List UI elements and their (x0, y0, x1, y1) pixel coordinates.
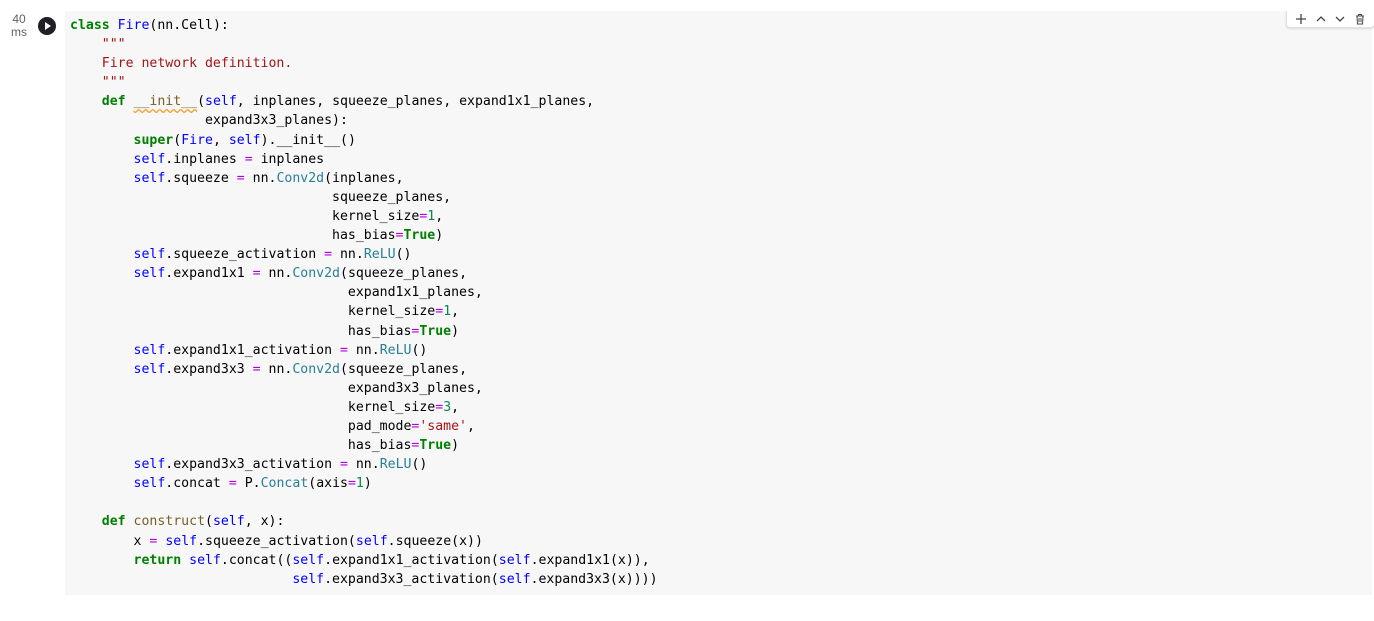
code-line: has_bias=True) (70, 228, 444, 244)
execution-time-unit: ms (11, 25, 27, 39)
code-line: x = self.squeeze_activation(self.squeeze… (70, 533, 483, 549)
chevron-up-icon (1316, 16, 1326, 22)
trash-icon (1356, 14, 1365, 25)
code-line: return self.concat((self.expand1x1_activ… (133, 552, 650, 568)
code-line: expand3x3_planes): (70, 113, 348, 129)
code-line: def construct(self, x): (101, 514, 285, 530)
move-cell-down-button[interactable] (1332, 11, 1348, 27)
code-line: self.expand1x1_activation = nn.ReLU() (133, 342, 428, 358)
plus-icon (1295, 14, 1306, 24)
code-line: expand3x3_planes, (70, 380, 483, 396)
run-cell-button[interactable] (38, 17, 56, 35)
code-line: """ (101, 75, 126, 91)
chevron-down-icon (1335, 16, 1345, 22)
code-line: kernel_size=3, (70, 399, 460, 415)
delete-cell-button[interactable] (1352, 11, 1368, 27)
code-line: self.expand1x1 = nn.Conv2d(squeeze_plane… (133, 266, 468, 282)
code-line: class Fire(nn.Cell): (70, 18, 229, 33)
execution-time: 40 ms (4, 13, 34, 39)
code-editor[interactable]: class Fire(nn.Cell): """ Fire network de… (70, 16, 658, 589)
add-cell-button[interactable] (1293, 11, 1309, 27)
code-line: def __init__(self, inplanes, squeeze_pla… (101, 94, 595, 110)
code-line: """ (101, 37, 126, 53)
code-line: squeeze_planes, (70, 189, 452, 205)
code-line: expand1x1_planes, (70, 285, 483, 301)
code-line: has_bias=True) (70, 438, 460, 454)
code-line: self.expand3x3_activation(self.expand3x3… (292, 571, 658, 587)
code-line: self.expand3x3 = nn.Conv2d(squeeze_plane… (133, 361, 468, 377)
code-line: self.squeeze = nn.Conv2d(inplanes, (133, 170, 404, 186)
code-line: has_bias=True) (70, 323, 460, 339)
code-line: Fire network definition. (101, 56, 293, 72)
cell-toolbar (1286, 11, 1374, 28)
code-line: self.squeeze_activation = nn.ReLU() (133, 247, 412, 263)
code-line: kernel_size=1, (70, 304, 460, 320)
play-circle-icon (45, 22, 51, 30)
code-line: self.expand3x3_activation = nn.ReLU() (133, 457, 428, 473)
code-line: self.inplanes = inplanes (133, 151, 325, 167)
code-line: self.concat = P.Concat(axis=1) (133, 476, 372, 492)
code-line: kernel_size=1, (70, 208, 444, 224)
move-cell-up-button[interactable] (1313, 11, 1329, 27)
code-line: ​ (70, 493, 658, 512)
code-line: super(Fire, self).__init__() (133, 132, 356, 148)
code-cell[interactable]: class Fire(nn.Cell): """ Fire network de… (65, 11, 1374, 595)
execution-time-value: 40 (12, 12, 26, 26)
code-line: pad_mode='same', (70, 418, 475, 434)
